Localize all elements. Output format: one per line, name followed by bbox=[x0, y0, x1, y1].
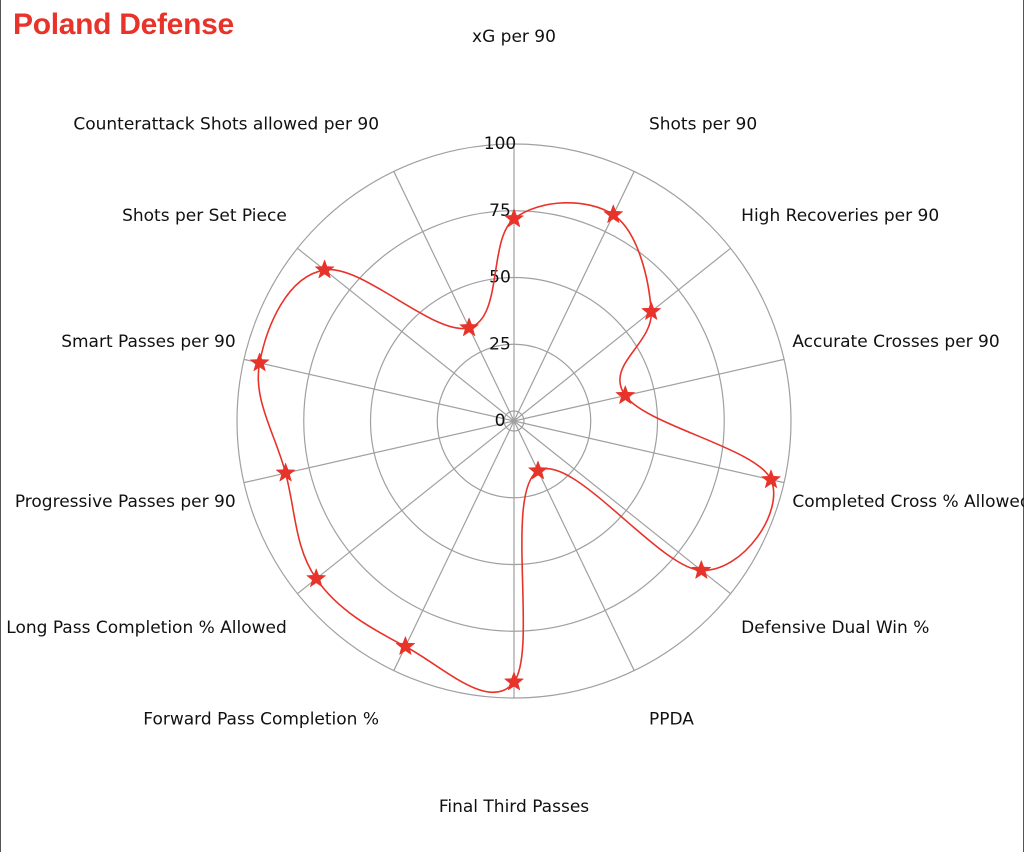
spoke bbox=[393, 171, 515, 422]
category-label: Progressive Passes per 90 bbox=[15, 492, 236, 512]
category-label: Long Pass Completion % Allowed bbox=[6, 618, 287, 638]
data-point-star bbox=[760, 468, 782, 489]
spoke bbox=[513, 420, 785, 484]
data-point-star bbox=[527, 460, 549, 480]
category-label: xG per 90 bbox=[472, 27, 556, 47]
data-point-star bbox=[641, 300, 662, 321]
tick-label: 100 bbox=[484, 134, 516, 154]
data-point-star bbox=[458, 317, 480, 337]
category-label: Smart Passes per 90 bbox=[61, 332, 235, 352]
data-point-star bbox=[691, 559, 712, 580]
spoke bbox=[513, 420, 635, 671]
category-label: Counterattack Shots allowed per 90 bbox=[73, 115, 379, 135]
category-label: Shots per Set Piece bbox=[122, 206, 287, 226]
data-point-star bbox=[503, 208, 525, 228]
spoke bbox=[513, 358, 785, 422]
data-point-star bbox=[615, 384, 636, 405]
spoke bbox=[297, 420, 515, 595]
spoke bbox=[243, 358, 515, 422]
category-label: PPDA bbox=[649, 709, 694, 729]
data-point-star bbox=[275, 462, 296, 482]
data-point-star bbox=[603, 203, 624, 224]
category-label: High Recoveries per 90 bbox=[741, 206, 939, 226]
category-label: Forward Pass Completion % bbox=[143, 709, 379, 729]
data-point-star bbox=[306, 567, 327, 588]
tick-label: 25 bbox=[489, 334, 511, 354]
category-label: Defensive Dual Win % bbox=[741, 618, 929, 638]
category-label: Shots per 90 bbox=[649, 115, 757, 135]
data-point-star bbox=[249, 352, 270, 372]
data-point-star bbox=[395, 635, 416, 656]
chart-title: Poland Defense bbox=[13, 8, 234, 41]
category-label: Accurate Crosses per 90 bbox=[792, 332, 999, 352]
spoke bbox=[393, 420, 515, 671]
series-line bbox=[257, 201, 775, 694]
spoke bbox=[513, 420, 731, 595]
tick-label: 0 bbox=[495, 411, 506, 431]
data-point-star bbox=[503, 671, 525, 691]
category-label: Completed Cross % Allowed bbox=[792, 492, 1024, 512]
tick-label: 50 bbox=[489, 268, 511, 288]
spoke bbox=[297, 247, 515, 422]
data-point-star bbox=[314, 259, 335, 279]
category-label: Final Third Passes bbox=[439, 797, 589, 817]
spoke bbox=[513, 247, 731, 422]
